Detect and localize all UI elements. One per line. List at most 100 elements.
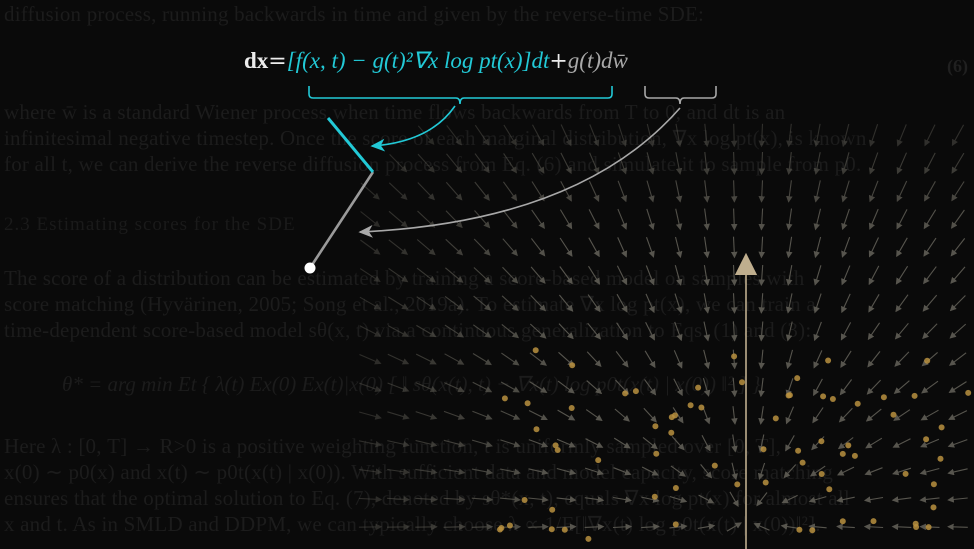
field-arrow <box>808 496 827 504</box>
field-arrow <box>388 182 408 200</box>
field-arrow <box>503 124 517 146</box>
field-arrow <box>387 411 410 420</box>
field-arrow <box>949 295 966 312</box>
field-arrow <box>560 180 572 202</box>
drift-step-segment <box>326 117 375 173</box>
field-arrow <box>923 237 937 257</box>
field-arrow <box>474 181 490 201</box>
field-arrow <box>922 294 938 312</box>
field-arrow <box>588 180 600 202</box>
field-arrow <box>894 351 910 367</box>
field-arrow <box>501 295 519 311</box>
particle <box>880 394 887 401</box>
field-arrow <box>894 322 909 340</box>
field-arrow <box>502 238 518 257</box>
field-arrow <box>868 294 880 313</box>
field-arrow <box>921 351 938 367</box>
field-arrow <box>947 468 968 476</box>
field-arrow <box>646 208 655 231</box>
field-arrow <box>893 409 911 421</box>
field-arrow <box>416 296 437 310</box>
field-arrow <box>896 209 908 230</box>
field-arrow <box>757 462 766 481</box>
field-arrow <box>586 380 603 395</box>
field-arrow <box>675 180 683 203</box>
field-arrow <box>558 294 574 312</box>
field-arrows <box>358 123 968 532</box>
particle <box>561 526 568 533</box>
field-arrow <box>840 350 852 369</box>
drift-pointer-arrow <box>370 105 456 152</box>
field-arrow <box>785 236 793 259</box>
field-arrow <box>841 208 850 231</box>
field-arrow <box>786 180 793 203</box>
field-arrow <box>617 208 628 230</box>
field-arrow <box>556 467 577 476</box>
particle <box>902 470 909 477</box>
field-arrow <box>786 208 793 231</box>
field-arrow <box>731 377 738 398</box>
field-arrow <box>358 496 383 503</box>
field-arrow <box>924 124 936 147</box>
field-arrow <box>617 124 627 147</box>
particle <box>695 384 702 391</box>
field-arrow <box>415 439 438 448</box>
field-arrow <box>669 495 688 504</box>
field-arrow <box>756 492 768 507</box>
particle <box>826 486 833 493</box>
field-arrow <box>415 496 438 503</box>
particle <box>870 518 877 525</box>
field-arrow <box>500 410 521 420</box>
field-arrow <box>868 180 879 203</box>
field-arrow <box>947 496 968 503</box>
field-arrow <box>387 440 410 448</box>
field-arrow <box>560 152 572 175</box>
field-arrow <box>474 124 490 146</box>
field-arrow <box>673 378 683 397</box>
field-arrow <box>530 266 546 284</box>
field-arrow <box>813 350 823 369</box>
field-arrow <box>949 352 967 366</box>
field-arrow <box>417 182 435 201</box>
field-arrow <box>586 351 602 367</box>
field-arrow <box>528 496 549 503</box>
field-arrow <box>612 523 633 531</box>
field-arrow <box>863 496 884 503</box>
field-arrow <box>444 353 465 365</box>
field-arrow <box>502 181 518 202</box>
particle <box>820 393 827 400</box>
field-arrow <box>865 408 882 422</box>
particle <box>760 446 767 453</box>
field-arrow <box>675 152 683 175</box>
field-arrow <box>920 438 940 448</box>
field-arrow <box>472 353 492 366</box>
field-arrow <box>950 209 965 229</box>
field-arrow <box>387 468 410 476</box>
field-arrow <box>359 382 382 393</box>
field-arrow <box>613 467 632 476</box>
field-arrow <box>616 265 628 286</box>
field-arrow <box>731 406 738 425</box>
particle <box>851 452 858 459</box>
field-arrow <box>867 322 881 341</box>
particle <box>739 379 745 386</box>
particle <box>548 526 555 533</box>
particle <box>938 424 945 431</box>
field-arrow <box>503 153 518 174</box>
field-arrow <box>471 496 494 503</box>
particle <box>595 457 602 464</box>
field-arrow <box>444 382 465 393</box>
field-arrow <box>896 124 907 147</box>
field-arrow <box>560 124 572 147</box>
field-arrow <box>474 153 490 174</box>
field-arrow <box>559 209 573 230</box>
field-arrow <box>472 324 492 338</box>
field-arrow <box>703 265 710 286</box>
field-arrow <box>530 295 547 312</box>
field-arrow <box>809 465 826 477</box>
field-arrow <box>588 265 601 285</box>
eq-noise-term: g(t)dw̄ <box>567 48 628 73</box>
field-arrow <box>786 123 793 148</box>
field-arrow <box>841 180 850 203</box>
field-arrow <box>584 467 604 476</box>
